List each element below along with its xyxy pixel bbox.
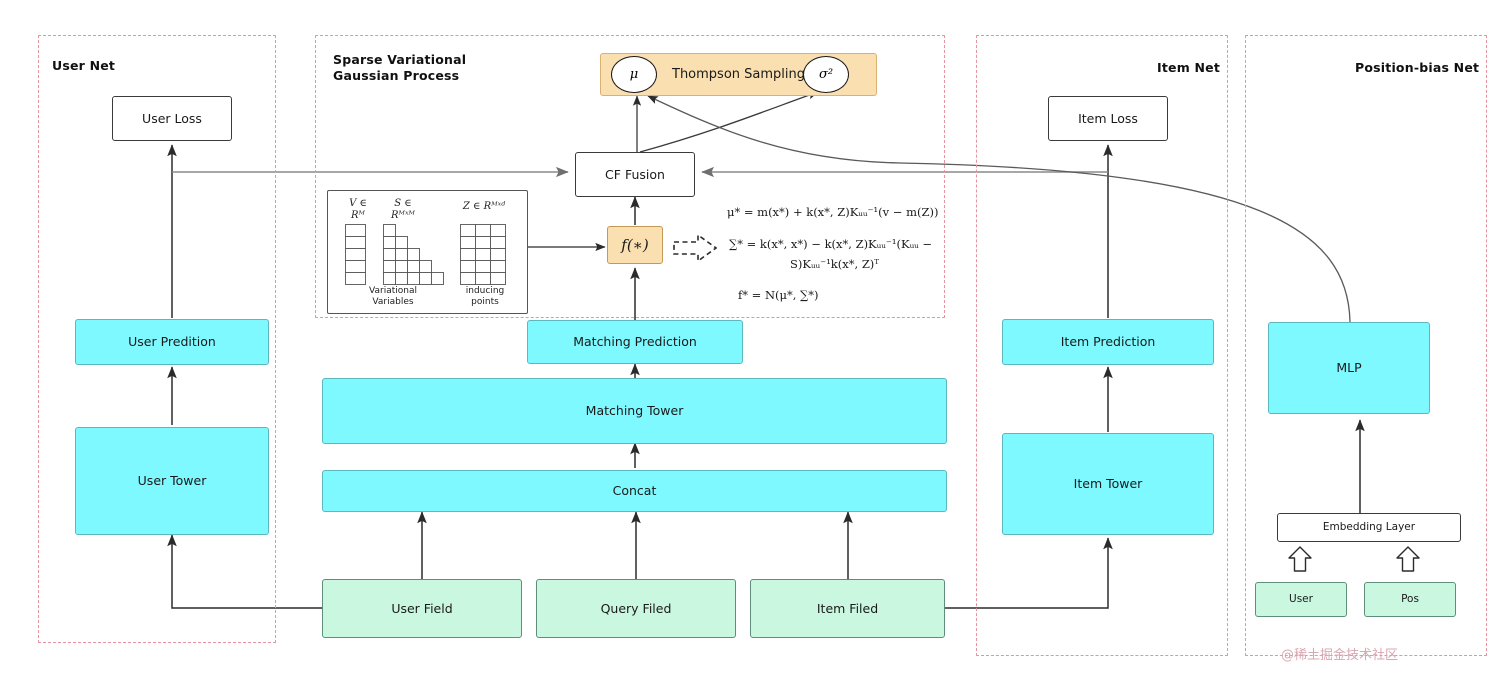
region-position-bias-net [1245, 35, 1487, 656]
query-field-box[interactable]: Query Filed [536, 579, 736, 638]
user-loss-label: User Loss [142, 110, 202, 126]
position-pos-label: Pos [1401, 592, 1419, 605]
item-loss-box[interactable]: Item Loss [1048, 96, 1168, 141]
region-label-position-bias-net: Position-bias Net [1355, 60, 1480, 75]
region-item-net [976, 35, 1228, 656]
user-field-label: User Field [391, 600, 453, 616]
position-user-box[interactable]: User [1255, 582, 1347, 617]
concat-box[interactable]: Concat [322, 470, 947, 512]
user-prediction-label: User Predition [128, 334, 216, 350]
z-matrix-grid [460, 224, 506, 285]
f-star-box[interactable]: f(∗) [607, 226, 663, 264]
item-field-label: Item Filed [816, 600, 879, 616]
item-prediction-label: Item Prediction [1060, 334, 1156, 350]
hollow-arrow-pos-icon [1396, 546, 1420, 572]
f-star-label: f(∗) [621, 235, 649, 254]
formula-f-star: f* = N(μ*, ∑*) [738, 288, 819, 302]
z-matrix-label: Z ∈ Rᴹˣᵈ [462, 201, 506, 212]
variational-variables-caption: Variational Variables [369, 286, 417, 307]
item-loss-label: Item Loss [1078, 110, 1138, 126]
dashed-arrow-icon [673, 233, 718, 263]
sigma-squared-node[interactable]: σ² [803, 56, 849, 93]
formula-sigma-line2: S)Kᵤᵤ⁻¹k(x*, Z)ᵀ [790, 257, 880, 271]
cf-fusion-box[interactable]: CF Fusion [575, 152, 695, 197]
region-svgp [315, 35, 945, 318]
mu-symbol: μ [629, 67, 639, 82]
formula-sigma-line1: ∑* = k(x*, x*) − k(x*, Z)Kᵤᵤ⁻¹(Kᵤᵤ − [729, 237, 933, 251]
user-tower-label: User Tower [137, 473, 207, 489]
watermark: @稀土掘金技术社区 [1281, 648, 1399, 663]
embedding-layer-label: Embedding Layer [1322, 520, 1416, 533]
user-loss-box[interactable]: User Loss [112, 96, 232, 141]
matching-prediction-box[interactable]: Matching Prediction [527, 320, 743, 364]
embedding-layer-box[interactable]: Embedding Layer [1277, 513, 1461, 542]
v-matrix-grid [345, 224, 366, 285]
region-label-user-net: User Net [52, 58, 116, 73]
query-field-label: Query Filed [600, 600, 672, 616]
mu-node[interactable]: μ [611, 56, 657, 93]
formula-mu: μ* = m(x*) + k(x*, Z)Kᵤᵤ⁻¹(v − m(Z)) [727, 205, 939, 219]
user-prediction-box[interactable]: User Predition [75, 319, 269, 365]
region-label-item-net: Item Net [1157, 60, 1220, 75]
region-user-net [38, 35, 276, 643]
matching-tower-box[interactable]: Matching Tower [322, 378, 947, 444]
mlp-label: MLP [1336, 360, 1362, 376]
cf-fusion-label: CF Fusion [605, 166, 665, 182]
mlp-box[interactable]: MLP [1268, 322, 1430, 414]
item-tower-label: Item Tower [1073, 476, 1143, 492]
sigma-squared-symbol: σ² [818, 67, 834, 82]
item-prediction-box[interactable]: Item Prediction [1002, 319, 1214, 365]
position-pos-box[interactable]: Pos [1364, 582, 1456, 617]
thompson-sampling-label: Thompson Sampling [672, 67, 805, 82]
item-field-box[interactable]: Item Filed [750, 579, 945, 638]
inducing-points-caption: inducing points [465, 286, 505, 307]
matching-prediction-label: Matching Prediction [573, 334, 697, 350]
user-tower-box[interactable]: User Tower [75, 427, 269, 535]
region-label-svgp: Sparse Variational Gaussian Process [333, 52, 467, 83]
s-matrix-label: S ∈ Rᴹˣᴹ [391, 198, 415, 221]
position-user-label: User [1289, 592, 1313, 605]
hollow-arrow-user-icon [1288, 546, 1312, 572]
item-tower-box[interactable]: Item Tower [1002, 433, 1214, 535]
concat-label: Concat [612, 483, 657, 499]
matching-tower-label: Matching Tower [585, 403, 684, 419]
s-matrix-grid [383, 224, 444, 285]
user-field-box[interactable]: User Field [322, 579, 522, 638]
v-matrix-label: V ∈ Rᴹ [349, 198, 367, 221]
